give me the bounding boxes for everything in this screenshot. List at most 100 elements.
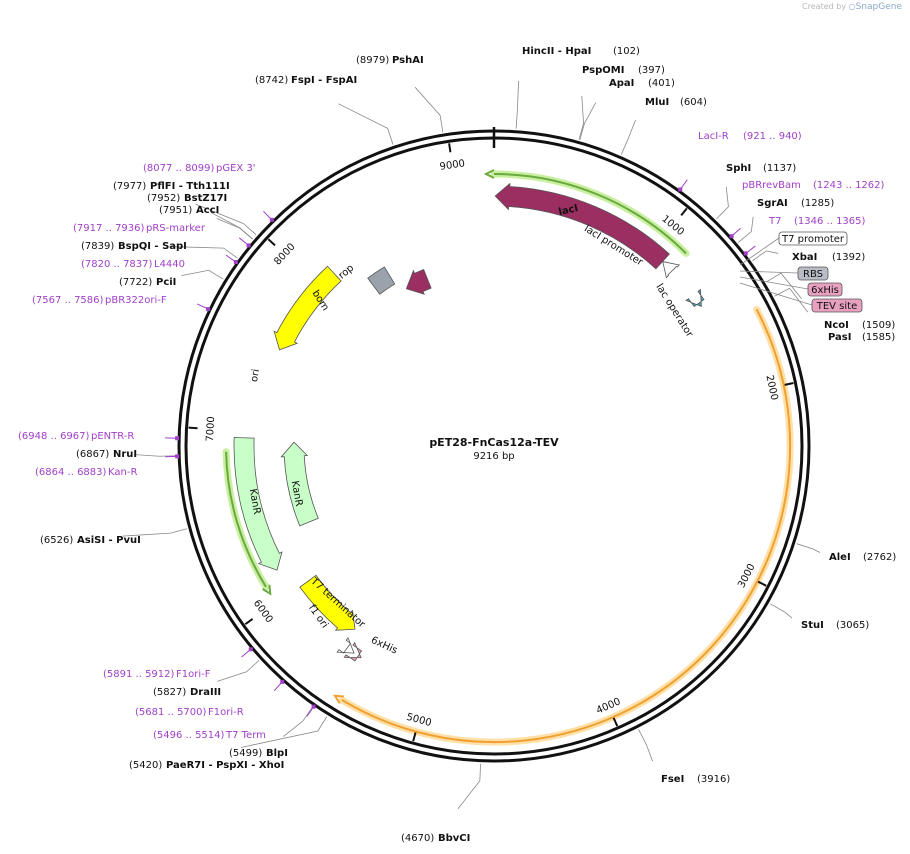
orf-line-2 <box>225 451 267 588</box>
feature-box <box>811 298 863 313</box>
primer-name: T7 <box>768 216 781 227</box>
site-name: PflFI - Tth111I <box>150 181 230 192</box>
site-name: PshAI <box>392 55 424 66</box>
site-name: StuI <box>801 620 824 631</box>
site-name: BstZ17I <box>184 193 227 204</box>
primer-marker <box>678 187 683 192</box>
primer-marker <box>280 679 285 684</box>
site-name: FspI - FspAI <box>291 75 357 86</box>
site-position: (8979) <box>356 55 389 66</box>
feature-label: lacI <box>558 203 580 218</box>
site-name: AleI <box>829 552 851 563</box>
primer-name: F1ori-R <box>208 707 244 718</box>
tick-mark <box>784 382 794 386</box>
primer-range: (7820 .. 7837) <box>81 259 153 270</box>
feature-label: KanR <box>289 480 304 507</box>
orf-glow-0 <box>338 305 794 746</box>
site-name: ApaI <box>609 78 634 89</box>
primer-range: (8077 .. 8099) <box>143 163 215 174</box>
orf-arrow-0 <box>333 694 344 704</box>
site-leader <box>774 287 809 313</box>
primer-range: (1243 .. 1262) <box>813 180 885 191</box>
feature-laci-promoter-arrow <box>662 261 681 279</box>
primer-name: pENTR-R <box>91 431 134 442</box>
feature-label: ori <box>249 368 262 383</box>
tick-mark <box>412 732 417 742</box>
tick-mark <box>680 207 688 217</box>
site-name: MluI <box>645 97 669 108</box>
site-position: (1585) <box>862 332 895 343</box>
feature-t7-terminator-arrow <box>336 636 355 654</box>
site-name: NcoI <box>824 320 849 331</box>
feature-label: lac operator <box>653 282 695 340</box>
primer-range: (7567 .. 7586) <box>32 295 104 306</box>
site-position: (7951) <box>159 205 192 216</box>
primer-name: pBRrevBam <box>742 180 801 191</box>
site-position: (401) <box>648 78 675 89</box>
primer-marker <box>311 704 316 709</box>
primer-marker <box>269 217 274 222</box>
tick-mark <box>188 426 198 430</box>
primer-range: (921 .. 940) <box>743 131 802 142</box>
tick-mark <box>244 618 254 626</box>
site-leader <box>638 729 653 762</box>
orf-arrow-2 <box>262 584 272 596</box>
primer-name: pGEX 3' <box>216 163 256 174</box>
site-position: (397) <box>638 65 665 76</box>
primer-marker <box>743 251 748 256</box>
site-leader <box>122 528 188 537</box>
feature-rop-arrow <box>405 268 432 295</box>
tick-mark <box>267 238 276 247</box>
site-leader <box>457 763 481 810</box>
tick-label: 7000 <box>205 416 217 442</box>
site-position: (1392) <box>832 252 865 263</box>
site-leader <box>579 102 597 140</box>
primer-range: (1346 .. 1365) <box>794 216 866 227</box>
feature-label: 6xHis <box>369 635 399 657</box>
feature-box-label: T7 promoter <box>781 234 845 245</box>
site-name: PasI <box>828 332 851 343</box>
tick-label: 2000 <box>763 374 779 401</box>
credit-brand: SnapGene <box>855 2 902 12</box>
primer-name: T7 Term <box>225 730 266 741</box>
site-leader <box>752 250 779 262</box>
site-leader <box>181 269 224 280</box>
primer-range: (5681 .. 5700) <box>135 707 207 718</box>
label-layer: (8979)PshAI(8742)FspI - FspAI(102)HincII… <box>18 46 896 844</box>
orf-arrow-1 <box>483 169 495 179</box>
feature-label: KanR <box>247 488 262 515</box>
site-leader <box>240 716 328 748</box>
primer-range: (6948 .. 6967) <box>18 431 90 442</box>
primer-marker <box>246 243 251 248</box>
feature-kanr-arrow <box>233 437 283 571</box>
feature-box-label: 6xHis <box>811 285 839 296</box>
plasmid-size: 9216 bp <box>473 451 514 462</box>
site-position: (5420) <box>129 760 162 771</box>
feature-box-leader <box>739 270 799 274</box>
site-leader <box>338 103 394 145</box>
site-leader <box>283 706 313 737</box>
feature-box <box>807 282 843 297</box>
site-name: SgrAI <box>757 198 788 209</box>
site-leader <box>210 212 253 240</box>
site-name: DraIII <box>190 687 221 698</box>
primer-name: F1ori-F <box>176 669 211 680</box>
primer-range: (5496 .. 5514) <box>153 730 225 741</box>
site-position: (604) <box>680 97 707 108</box>
site-name: BbvCI <box>438 833 470 844</box>
primer-name: LacI-R <box>698 131 729 142</box>
feature-box-label: RBS <box>803 269 823 280</box>
site-position: (7952) <box>147 193 180 204</box>
orf-line-0 <box>341 308 792 744</box>
feature-box <box>778 231 848 246</box>
site-name: NruI <box>113 449 137 460</box>
leader-layer <box>122 80 821 810</box>
tick-mark <box>448 143 452 153</box>
feature-box-label: TEV site <box>816 301 858 312</box>
tick-label: 9000 <box>439 158 466 173</box>
tick-label: 6000 <box>251 598 275 625</box>
primer-marker <box>206 307 211 312</box>
site-position: (6867) <box>76 449 109 460</box>
primer-name: Kan-R <box>108 467 137 478</box>
